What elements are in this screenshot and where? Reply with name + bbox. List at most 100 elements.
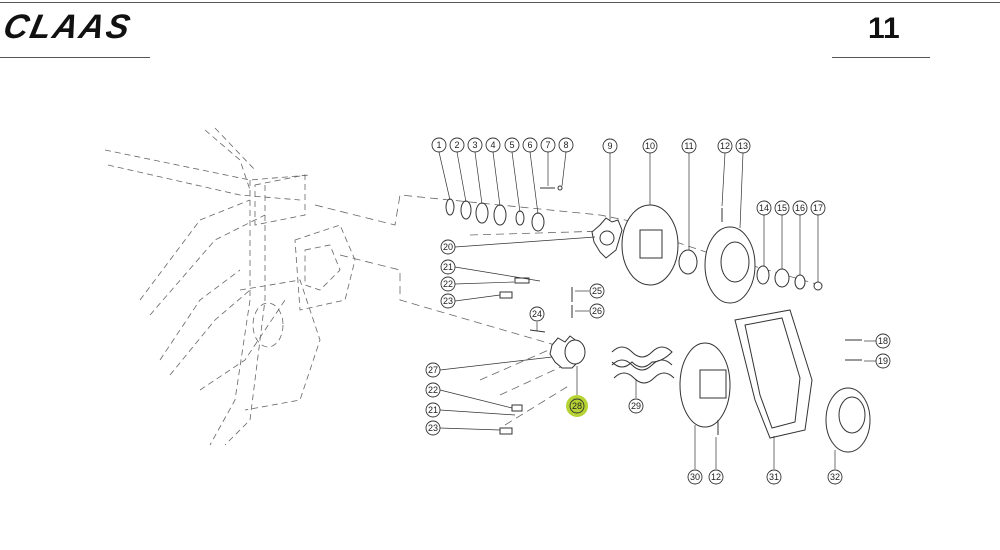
callout-circle bbox=[681, 138, 697, 154]
callout-circle bbox=[485, 137, 501, 153]
callout-22: 22 bbox=[425, 382, 441, 398]
callout-8: 8 bbox=[558, 137, 574, 153]
callout-label: 30 bbox=[690, 472, 700, 482]
callout-label: 13 bbox=[738, 141, 748, 151]
callout-21: 21 bbox=[440, 259, 456, 275]
callout-circle bbox=[440, 259, 456, 275]
callout-20: 20 bbox=[440, 239, 456, 255]
callout-label: 7 bbox=[545, 140, 550, 150]
callout-circle bbox=[440, 276, 456, 292]
callout-label: 23 bbox=[428, 423, 438, 433]
callout-circle bbox=[735, 138, 751, 154]
callout-label: 18 bbox=[878, 336, 888, 346]
callout-6: 6 bbox=[522, 137, 538, 153]
callout-label: 17 bbox=[813, 203, 823, 213]
callout-14: 14 bbox=[756, 200, 772, 216]
assembly-axes bbox=[314, 194, 821, 426]
page-number: 11 bbox=[868, 12, 900, 45]
callout-label: 14 bbox=[759, 203, 769, 213]
callout-circle bbox=[440, 239, 456, 255]
callout-circle bbox=[425, 420, 441, 436]
callout-circle bbox=[540, 137, 556, 153]
callout-circle bbox=[589, 283, 605, 299]
callout-label: 8 bbox=[563, 140, 568, 150]
callout-28: 28 bbox=[566, 395, 588, 417]
callout-label: 2 bbox=[454, 140, 459, 150]
callout-circle bbox=[558, 137, 574, 153]
callout-label: 5 bbox=[509, 140, 514, 150]
machine-frame bbox=[104, 127, 356, 446]
callout-label: 20 bbox=[443, 242, 453, 252]
callout-30: 30 bbox=[687, 469, 703, 485]
callout-label: 12 bbox=[720, 141, 730, 151]
callout-circle bbox=[440, 293, 456, 309]
callout-16: 16 bbox=[792, 200, 808, 216]
callout-label: 21 bbox=[428, 405, 438, 415]
callout-label: 3 bbox=[472, 140, 477, 150]
callout-circle bbox=[467, 137, 483, 153]
callout-5: 5 bbox=[504, 137, 520, 153]
callout-label: 11 bbox=[684, 141, 693, 151]
callout-circle bbox=[875, 353, 891, 369]
callout-label: 1 bbox=[436, 140, 441, 150]
callout-label: 27 bbox=[428, 365, 438, 375]
callout-highlight bbox=[566, 395, 588, 417]
callout-label: 25 bbox=[592, 286, 602, 296]
callout-label: 10 bbox=[645, 141, 655, 151]
logo-underline bbox=[0, 57, 150, 58]
callout-circle bbox=[827, 469, 843, 485]
callout-label: 24 bbox=[532, 309, 542, 319]
callout-label: 22 bbox=[428, 385, 438, 395]
callout-label: 23 bbox=[443, 296, 453, 306]
callout-label: 15 bbox=[777, 203, 787, 213]
callout-label: 26 bbox=[592, 306, 602, 316]
callout-22: 22 bbox=[440, 276, 456, 292]
callout-label: 22 bbox=[443, 279, 453, 289]
callout-circle bbox=[602, 138, 618, 154]
callout-1: 1 bbox=[431, 137, 447, 153]
callout-circle bbox=[425, 382, 441, 398]
callout-circle bbox=[810, 200, 826, 216]
callout-4: 4 bbox=[485, 137, 501, 153]
leader-lines bbox=[438, 151, 876, 469]
callout-32: 32 bbox=[827, 469, 843, 485]
callout-12: 12 bbox=[717, 138, 733, 154]
callout-circle bbox=[766, 469, 782, 485]
callout-circle bbox=[504, 137, 520, 153]
callout-label: 16 bbox=[795, 203, 805, 213]
callout-circle bbox=[522, 137, 538, 153]
callout-21: 21 bbox=[425, 402, 441, 418]
callout-label: 21 bbox=[443, 262, 453, 272]
callout-2: 2 bbox=[449, 137, 465, 153]
page-number-underline bbox=[832, 57, 930, 58]
callout-24: 24 bbox=[529, 306, 545, 322]
callout-3: 3 bbox=[467, 137, 483, 153]
callout-9: 9 bbox=[602, 138, 618, 154]
callout-13: 13 bbox=[735, 138, 751, 154]
callout-25: 25 bbox=[589, 283, 605, 299]
callout-circle bbox=[717, 138, 733, 154]
callout-circle bbox=[708, 469, 724, 485]
callout-circle bbox=[569, 398, 585, 414]
top-rule bbox=[0, 2, 1000, 3]
callout-17: 17 bbox=[810, 200, 826, 216]
callout-11: 11 bbox=[681, 138, 697, 154]
parts bbox=[445, 185, 871, 453]
callout-circle bbox=[449, 137, 465, 153]
callout-label: 31 bbox=[769, 472, 779, 482]
callout-label: 9 bbox=[607, 141, 612, 151]
callout-15: 15 bbox=[774, 200, 790, 216]
callout-26: 26 bbox=[589, 303, 605, 319]
callout-label: 29 bbox=[631, 401, 641, 411]
callout-10: 10 bbox=[642, 138, 658, 154]
callout-circle bbox=[431, 137, 447, 153]
callout-label: 28 bbox=[572, 401, 582, 411]
callout-circle bbox=[589, 303, 605, 319]
callout-circle bbox=[774, 200, 790, 216]
callout-circle bbox=[425, 402, 441, 418]
callout-circle bbox=[756, 200, 772, 216]
callout-circle bbox=[792, 200, 808, 216]
callout-circle bbox=[642, 138, 658, 154]
callout-label: 12 bbox=[711, 472, 721, 482]
